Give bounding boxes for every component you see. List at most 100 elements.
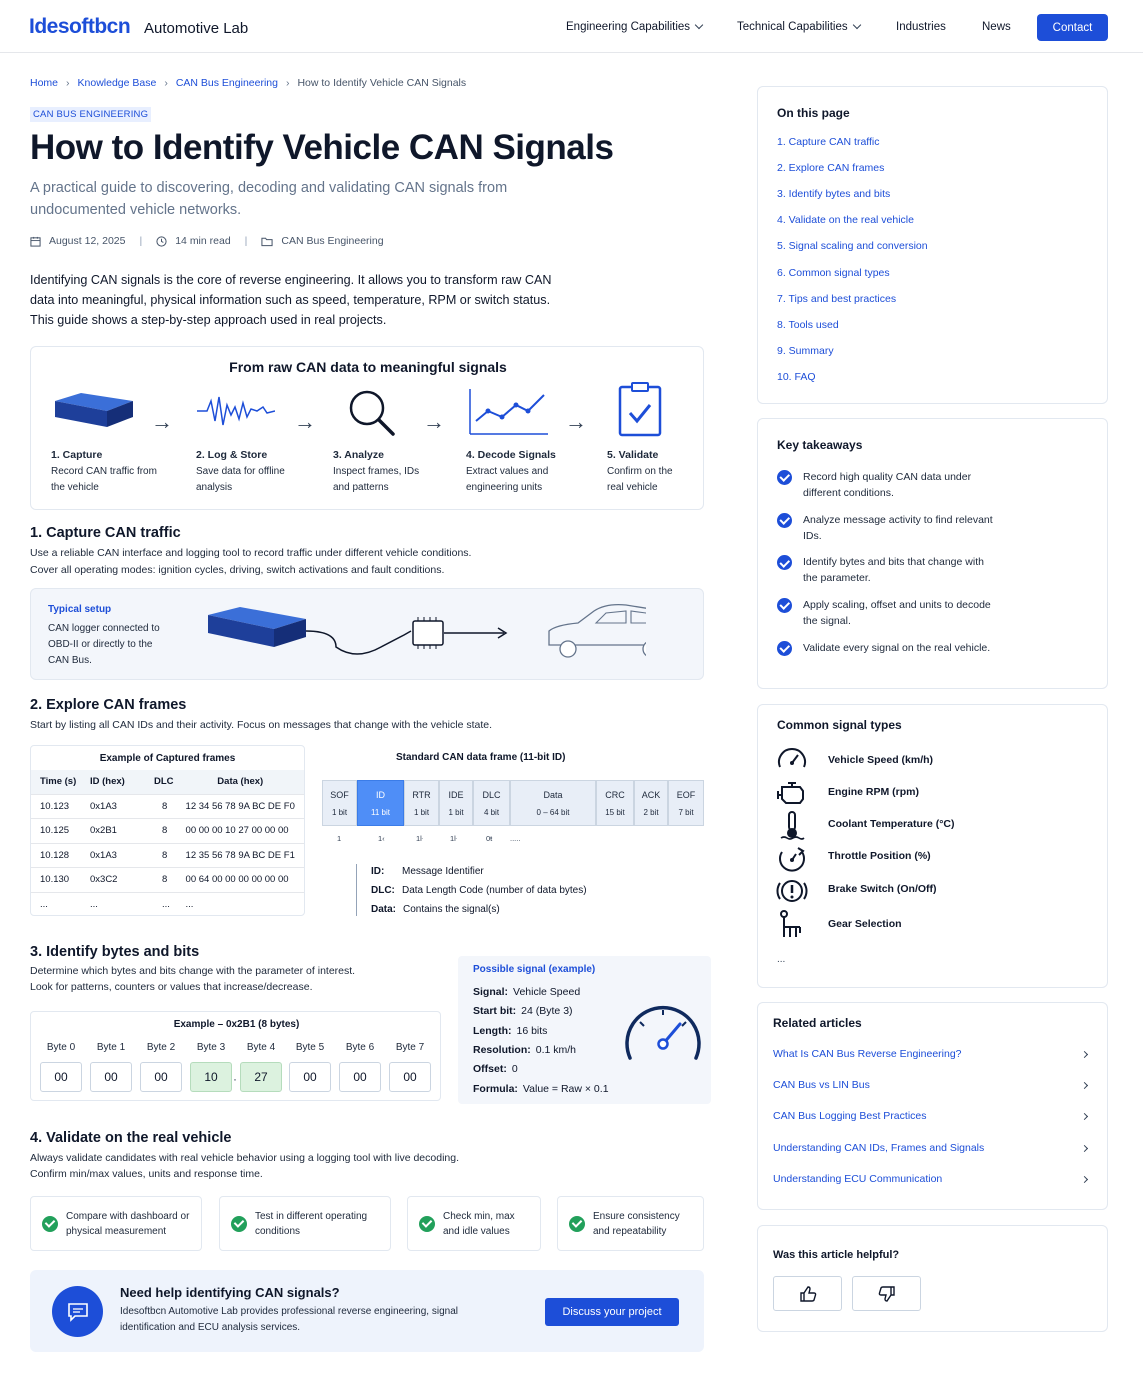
speedometer-icon [625,1005,701,1060]
check-icon [419,1215,435,1232]
article-date: August 12, 2025 [49,235,126,247]
table-header-row: Time (s) ID (hex) DLC Data (hex) [31,770,304,795]
gear-shift-icon [780,910,801,937]
category-tag[interactable]: CAN BUS ENGINEERING [30,107,152,122]
thumbs-up-button[interactable] [773,1276,842,1311]
toc-link[interactable]: 7. Tips and best practices [777,292,897,305]
breadcrumb-can-bus[interactable]: CAN Bus Engineering [175,77,278,89]
column-header: Data (hex) [176,770,304,795]
helpful-title: Was this article helpful? [773,1249,900,1261]
signal-types-card: Common signal types Vehicle Speed (km/h)… [757,704,1108,988]
signals-more: ... [777,954,786,965]
toc-link[interactable]: 9. Summary [777,344,834,357]
brake-warning-icon [776,880,808,902]
toc-link[interactable]: 10. FAQ [777,370,816,383]
toc-title: On this page [777,106,850,120]
calendar-icon [30,236,41,247]
table-cell: 0x1A3 [81,794,143,819]
column-header: DLC [143,770,177,795]
signal-type-label: Gear Selection [828,918,902,930]
toc-link[interactable]: 4. Validate on the real vehicle [777,214,914,227]
related-article-link[interactable]: CAN Bus vs LIN Bus [773,1079,1090,1091]
helpful-card: Was this article helpful? [757,1225,1108,1332]
signal-property: Length:16 bits [473,1024,548,1037]
related-article-link[interactable]: CAN Bus Logging Best Practices [773,1110,1090,1122]
related-article-link[interactable]: What Is CAN Bus Reverse Engineering? [773,1048,1090,1060]
key-takeaways-card: Key takeaways Record high quality CAN da… [757,418,1108,689]
validate-card: Test in different operating conditions [219,1196,391,1251]
related-article-link[interactable]: Understanding CAN IDs, Frames and Signal… [773,1142,1090,1154]
signal-type-label: Vehicle Speed (km/h) [828,754,934,766]
section-4-text: Always validate candidates with real veh… [30,1152,460,1164]
toc-link[interactable]: 1. Capture CAN traffic [777,136,880,148]
signal-type-label: Brake Switch (On/Off) [828,883,937,895]
table-cell: ... [90,899,98,910]
section-4-heading: 4. Validate on the real vehicle [30,1130,232,1146]
line-chart-icon [469,389,548,435]
table-cell: 0x1A3 [81,843,143,868]
breadcrumb-home[interactable]: Home [30,77,59,89]
frame-field-note: 0ŧ [486,834,493,843]
discuss-project-button[interactable]: Discuss your project [545,1298,679,1326]
page-subtitle: A practical guide to discovering, decodi… [30,180,508,218]
toc-link[interactable]: 5. Signal scaling and conversion [777,240,928,253]
signal-type-label: Throttle Position (%) [828,850,931,862]
byte-value: 27 [240,1062,282,1092]
thumbs-down-button[interactable] [852,1276,921,1311]
nav-news[interactable]: News [982,21,1011,33]
byte-label: Byte 4 [246,1042,276,1053]
toc-link[interactable]: 6. Common signal types [777,266,890,279]
byte-label: Byte 3 [196,1042,226,1053]
nav-technical-capabilities[interactable]: Technical Capabilities [737,20,861,33]
check-icon [569,1215,585,1232]
chevron-right-icon [1080,1144,1089,1152]
toc-link[interactable]: 8. Tools used [777,318,839,331]
section-1-text-2: Cover all operating modes: ignition cycl… [30,564,445,576]
signal-type-label: Engine RPM (rpm) [828,786,919,798]
setup-diagram [208,603,646,658]
legend-value: Message Identifier [402,866,484,877]
toc-link[interactable]: 2. Explore CAN frames [777,162,885,175]
possible-signal-panel: Possible signal (example) Signal:Vehicle… [458,956,711,1104]
byte-value: 10 [190,1062,232,1092]
section-3-text: Determine which bytes and bits change wi… [30,965,356,977]
frame-field-note: ..... [510,834,521,843]
byte-value: 00 [140,1062,182,1092]
column-header: ID (hex) [81,770,143,795]
related-article-link[interactable]: Understanding ECU Communication [773,1173,1090,1185]
chevron-down-icon [852,20,861,30]
byte-value: 00 [90,1062,132,1092]
nav-industries[interactable]: Industries [896,21,946,33]
takeaway-item: Record high quality CAN data under diffe… [777,469,993,501]
engine-icon [777,782,804,804]
setup-description: CAN logger connected to OBD-II or direct… [48,623,160,666]
arrow-icon: → [565,409,587,434]
breadcrumb-knowledge-base[interactable]: Knowledge Base [77,77,157,89]
arrow-icon: → [294,409,316,434]
toc-link[interactable]: 3. Identify bytes and bits [777,188,891,201]
check-icon [42,1215,58,1232]
byte-value: 00 [339,1062,381,1092]
logo-subtitle[interactable]: Automotive Lab [144,20,249,37]
column-header: Time (s) [31,770,81,795]
table-cell: 10.128 [31,843,81,868]
throttle-icon [779,847,805,872]
nav-engineering-capabilities[interactable]: Engineering Capabilities [566,20,704,33]
bytes-title: Example – 0x2B1 (8 bytes) [173,1019,300,1030]
contact-button[interactable]: Contact [1037,14,1108,41]
read-time: 14 min read [175,235,231,247]
table-cell: 0x2B1 [81,818,143,844]
byte-label: Byte 1 [96,1042,126,1053]
signal-property: Signal:Vehicle Speed [473,986,581,998]
article-category[interactable]: CAN Bus Engineering [281,235,384,247]
logo[interactable]: Idesoftbcn [29,15,131,38]
page-title: How to Identify Vehicle CAN Signals [30,128,614,167]
